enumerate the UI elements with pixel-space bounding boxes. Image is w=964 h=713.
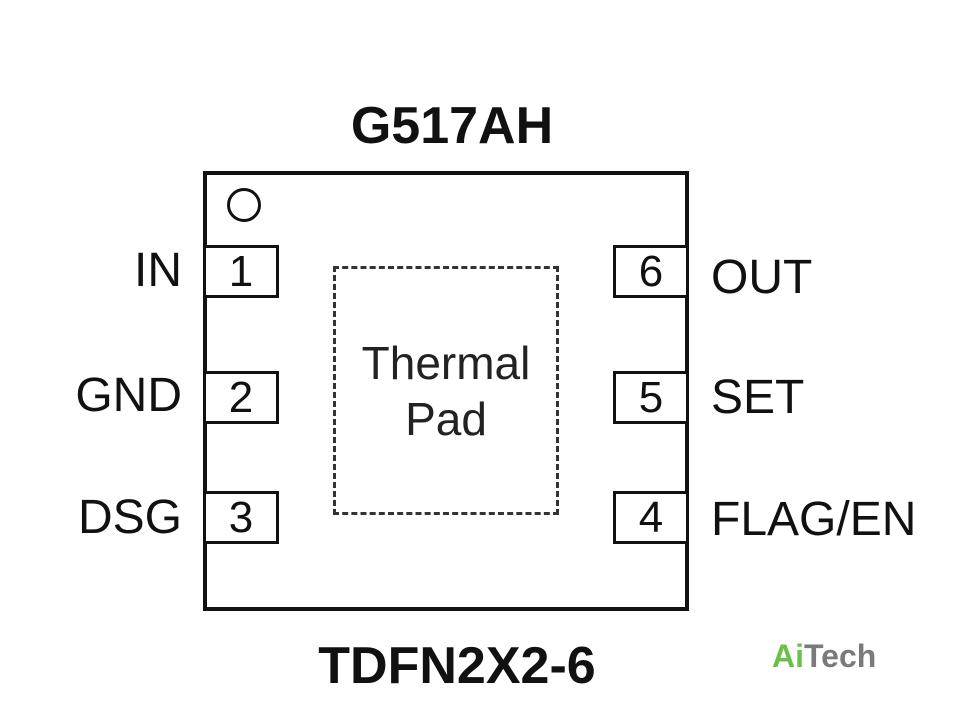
pin-3-box: 3 [203, 491, 279, 544]
thermal-pad: Thermal Pad [333, 266, 559, 515]
pin-1-number: 1 [228, 246, 254, 296]
aitech-logo: AiTech [772, 636, 876, 676]
pin-6-label: OUT [711, 251, 813, 304]
pin-6-number: 6 [638, 246, 664, 296]
logo-part2: Tech [804, 638, 877, 674]
pin-2-box: 2 [203, 371, 279, 424]
pin1-indicator-icon [227, 188, 261, 222]
part-number-title: G517AH [350, 97, 554, 155]
pin-5-label: SET [711, 371, 805, 424]
logo-part1: Ai [772, 638, 804, 674]
pin-5-number: 5 [638, 372, 664, 422]
thermal-pad-line1: Thermal [361, 336, 531, 389]
pin-1-box: 1 [203, 245, 279, 298]
pin-2-label: GND [75, 369, 182, 422]
pin-1-label: IN [134, 244, 182, 297]
pin-4-label: FLAG/EN [711, 493, 917, 546]
pin-3-label: DSG [77, 491, 182, 544]
pin-4-box: 4 [613, 491, 689, 544]
pin-3-number: 3 [228, 492, 254, 542]
pin-5-box: 5 [613, 371, 689, 424]
thermal-pad-line2: Pad [405, 392, 487, 445]
pin-2-number: 2 [228, 372, 254, 422]
pin-6-box: 6 [613, 245, 689, 298]
pin-4-number: 4 [638, 492, 664, 542]
package-name: TDFN2X2-6 [318, 637, 596, 695]
